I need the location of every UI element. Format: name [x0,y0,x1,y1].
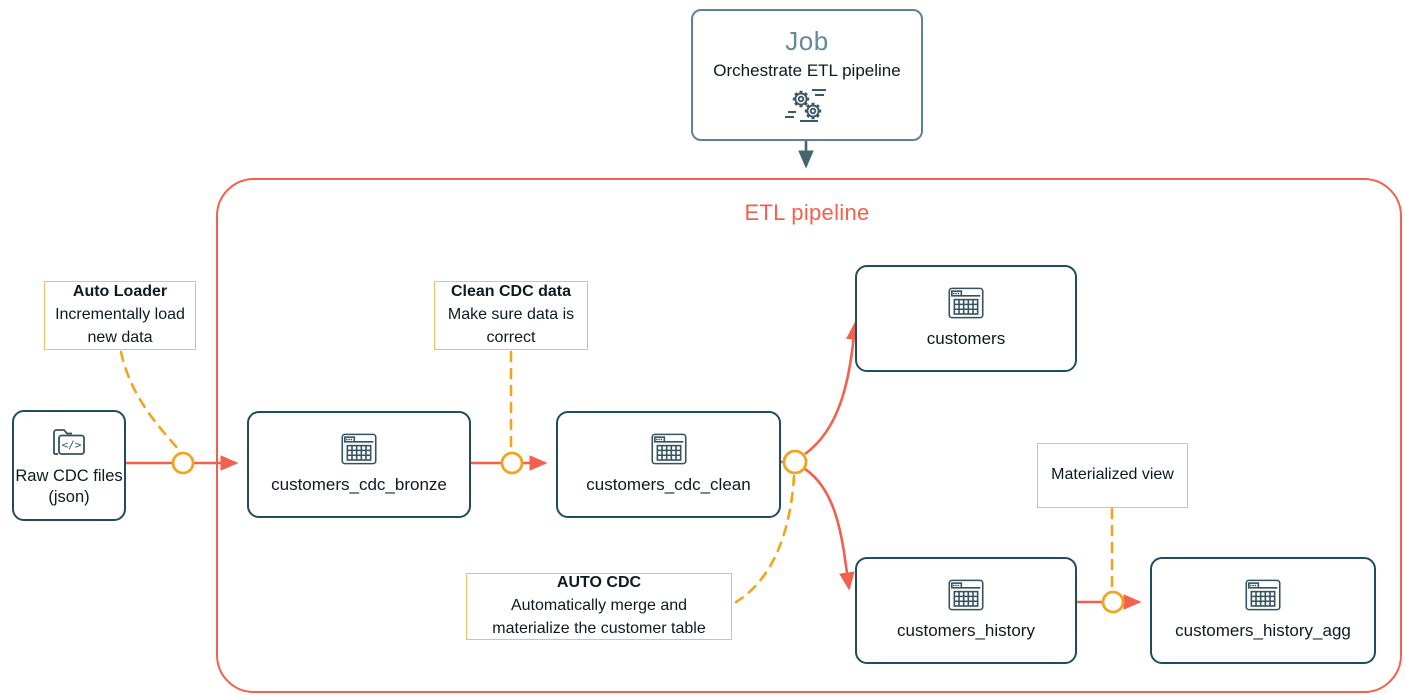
callout-body: Make sure data is correct [447,306,575,346]
table-icon [1245,579,1281,611]
node-label: customers_cdc_bronze [271,475,447,495]
callout-materialized-view: Materialized view [1037,443,1188,508]
node-customers-history-agg: customers_history_agg [1150,557,1376,664]
callout-body: Incrementally load new data [55,306,185,346]
node-label: customers [926,329,1006,349]
node-customers-history: customers_history [855,557,1077,664]
table-icon [948,579,984,611]
node-label: customers_history [897,621,1035,641]
callout-title: Clean CDC data [450,283,572,301]
table-icon [948,287,984,319]
edge-split-to-customers [804,321,862,456]
etl-pipeline-container [216,178,1402,693]
node-label: Raw CDC files (json) [15,466,123,506]
node-customers: customers [855,265,1077,372]
node-label: customers_history_agg [1175,621,1351,641]
table-icon [341,433,377,465]
callout-title: Auto Loader [72,283,168,301]
folder-code-icon: </> [53,428,85,455]
gears-icon [785,88,826,122]
callout-auto-cdc: AUTO CDC Automatically merge and materia… [466,573,732,640]
etl-pipeline-title: ETL pipeline [744,200,870,225]
callout-body: Materialized view [1051,466,1174,484]
svg-text:</>: </> [62,438,82,451]
callout-clean-cdc-data: Clean CDC data Make sure data is correct [434,281,588,350]
lead-auto-cdc [734,474,796,604]
dot-materialized-view [1101,590,1125,614]
table-icon [650,433,687,465]
job-box: Job Orchestrate ETL pipeline [691,9,923,141]
node-label: customers_cdc_clean [586,475,751,495]
callout-auto-loader: Auto Loader Incrementally load new data [44,281,196,350]
job-title: Job [785,25,829,56]
dot-auto-cdc [782,449,808,475]
dot-clean-cdc [500,451,524,475]
node-raw-cdc-files: </> Raw CDC files (json) [12,410,126,521]
dot-auto-loader [171,451,195,475]
callout-title: AUTO CDC [556,574,642,592]
edge-split-to-history [804,467,855,591]
job-subtitle: Orchestrate ETL pipeline [713,60,901,80]
node-customers-cdc-bronze: customers_cdc_bronze [247,411,471,518]
node-customers-cdc-clean: customers_cdc_clean [556,411,781,518]
callout-body: Automatically merge and materialize the … [492,597,706,637]
lead-auto-loader [119,350,182,453]
